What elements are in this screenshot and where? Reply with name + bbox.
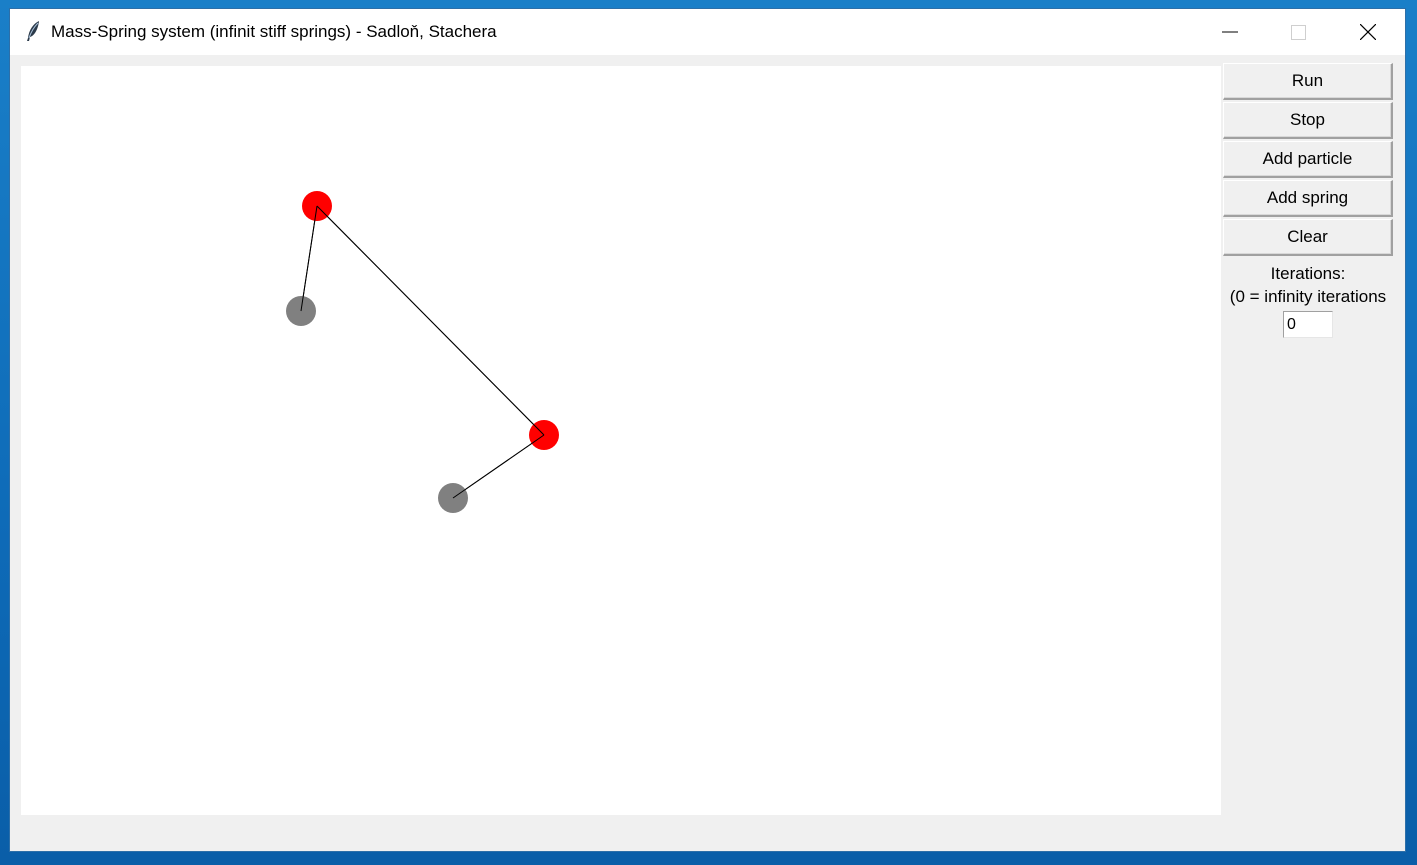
iterations-hint: (0 = infinity iterations bbox=[1229, 287, 1387, 306]
clear-button[interactable]: Clear bbox=[1223, 219, 1393, 256]
window-title: Mass-Spring system (infinit stiff spring… bbox=[51, 22, 497, 41]
add-spring-button[interactable]: Add spring bbox=[1223, 180, 1393, 217]
app-window: Mass-Spring system (infinit stiff spring… bbox=[10, 9, 1405, 851]
simulation-canvas[interactable] bbox=[21, 66, 1221, 815]
feather-icon bbox=[24, 20, 42, 42]
maximize-icon bbox=[1291, 25, 1306, 40]
title-bar[interactable]: Mass-Spring system (infinit stiff spring… bbox=[10, 9, 1405, 55]
iterations-label: Iterations: bbox=[1270, 264, 1346, 283]
add-particle-button[interactable]: Add particle bbox=[1223, 141, 1393, 178]
close-icon bbox=[1360, 24, 1376, 40]
minimize-button[interactable] bbox=[1197, 9, 1263, 55]
iterations-input[interactable] bbox=[1283, 311, 1333, 338]
stop-button[interactable]: Stop bbox=[1223, 102, 1393, 139]
minimize-icon bbox=[1222, 31, 1238, 33]
run-button[interactable]: Run bbox=[1223, 63, 1393, 100]
close-button[interactable] bbox=[1335, 9, 1401, 55]
maximize-button[interactable] bbox=[1266, 9, 1332, 55]
